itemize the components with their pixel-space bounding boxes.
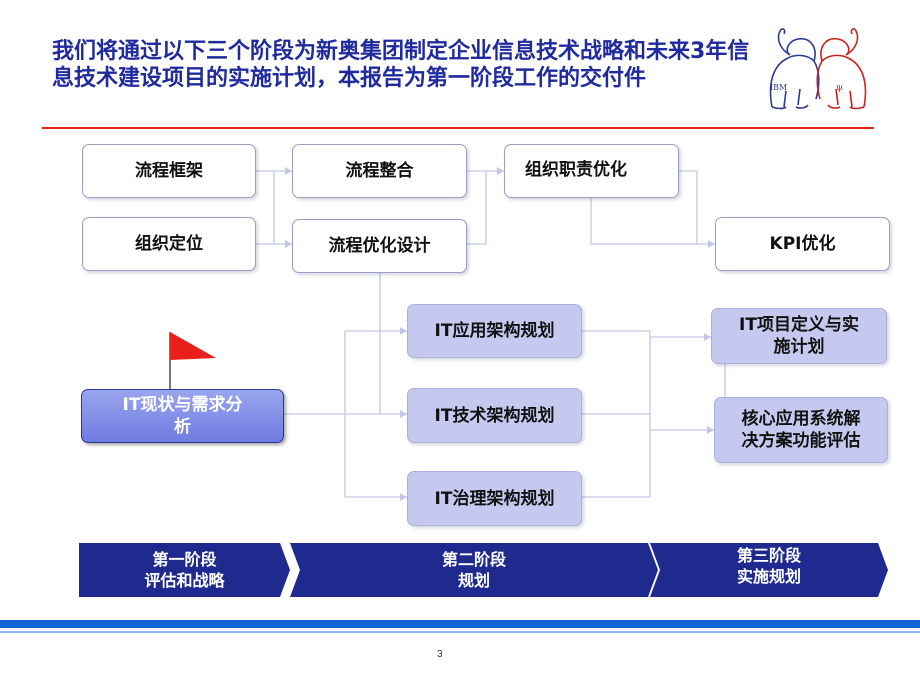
- box-label-line: 析: [173, 417, 191, 437]
- phase-2-line1: 第二阶段: [441, 550, 506, 569]
- logo-text-left: IBM: [770, 83, 787, 92]
- box-label-line: IT项目定义与实: [739, 315, 859, 335]
- box-label: 流程优化设计: [328, 236, 431, 256]
- box-label: 组织定位: [135, 234, 203, 254]
- footer-band: [0, 620, 920, 628]
- box-it-project-plan: IT项目定义与实 施计划: [711, 308, 887, 364]
- box-it-app-arch: IT应用架构规划: [407, 304, 582, 358]
- phase-3-line2: 实施规划: [736, 567, 801, 586]
- box-label: IT治理架构规划: [434, 488, 555, 509]
- box-it-gov-arch: IT治理架构规划: [407, 471, 582, 526]
- phase-1: 第一阶段 评估和战略: [79, 543, 290, 597]
- flag-icon: [169, 332, 216, 392]
- box-label-line: IT现状与需求分: [122, 395, 243, 415]
- box-it-status-analysis: IT现状与需求分 析: [81, 389, 284, 443]
- phase-2-line2: 规划: [457, 571, 490, 590]
- box-label-line: 核心应用系统解: [741, 409, 861, 429]
- footer-thin-line: [0, 631, 920, 633]
- phase-2: 第二阶段 规划: [290, 543, 658, 597]
- box-label: IT技术架构规划: [434, 405, 555, 426]
- box-process-integration: 流程整合: [292, 144, 467, 198]
- box-kpi-optimization: KPI优化: [715, 217, 890, 271]
- phase-1-line1: 第一阶段: [152, 550, 217, 569]
- box-label: 组织职责优化: [525, 160, 627, 180]
- logo-text-right: ψ: [836, 83, 843, 93]
- title-divider: [42, 127, 874, 129]
- box-it-tech-arch: IT技术架构规划: [407, 388, 582, 443]
- box-org-positioning: 组织定位: [82, 217, 256, 271]
- arrowheads: [285, 167, 715, 501]
- box-process-optimization-design: 流程优化设计: [292, 219, 467, 273]
- page-number: 3: [437, 649, 443, 660]
- box-label: 流程框架: [135, 161, 203, 181]
- box-label-line: 决方案功能评估: [741, 431, 861, 451]
- phase-3-line1: 第三阶段: [736, 546, 801, 565]
- box-org-duty-optimization: 组织职责优化: [504, 144, 679, 198]
- page-title: 我们将通过以下三个阶段为新奥集团制定企业信息技术战略和未来3年信息技术建设项目的…: [52, 39, 750, 91]
- box-label: 流程整合: [345, 161, 414, 181]
- phase-3: 第三阶段 实施规划: [650, 543, 888, 597]
- elephants-logo: IBM ψ: [769, 28, 867, 110]
- box-process-framework: 流程框架: [82, 144, 256, 198]
- phase-1-line2: 评估和战略: [144, 571, 225, 590]
- box-label-line: 施计划: [773, 337, 825, 357]
- box-label: IT应用架构规划: [434, 321, 555, 341]
- box-core-app-eval: 核心应用系统解 决方案功能评估: [714, 397, 888, 463]
- box-label: KPI优化: [769, 234, 836, 254]
